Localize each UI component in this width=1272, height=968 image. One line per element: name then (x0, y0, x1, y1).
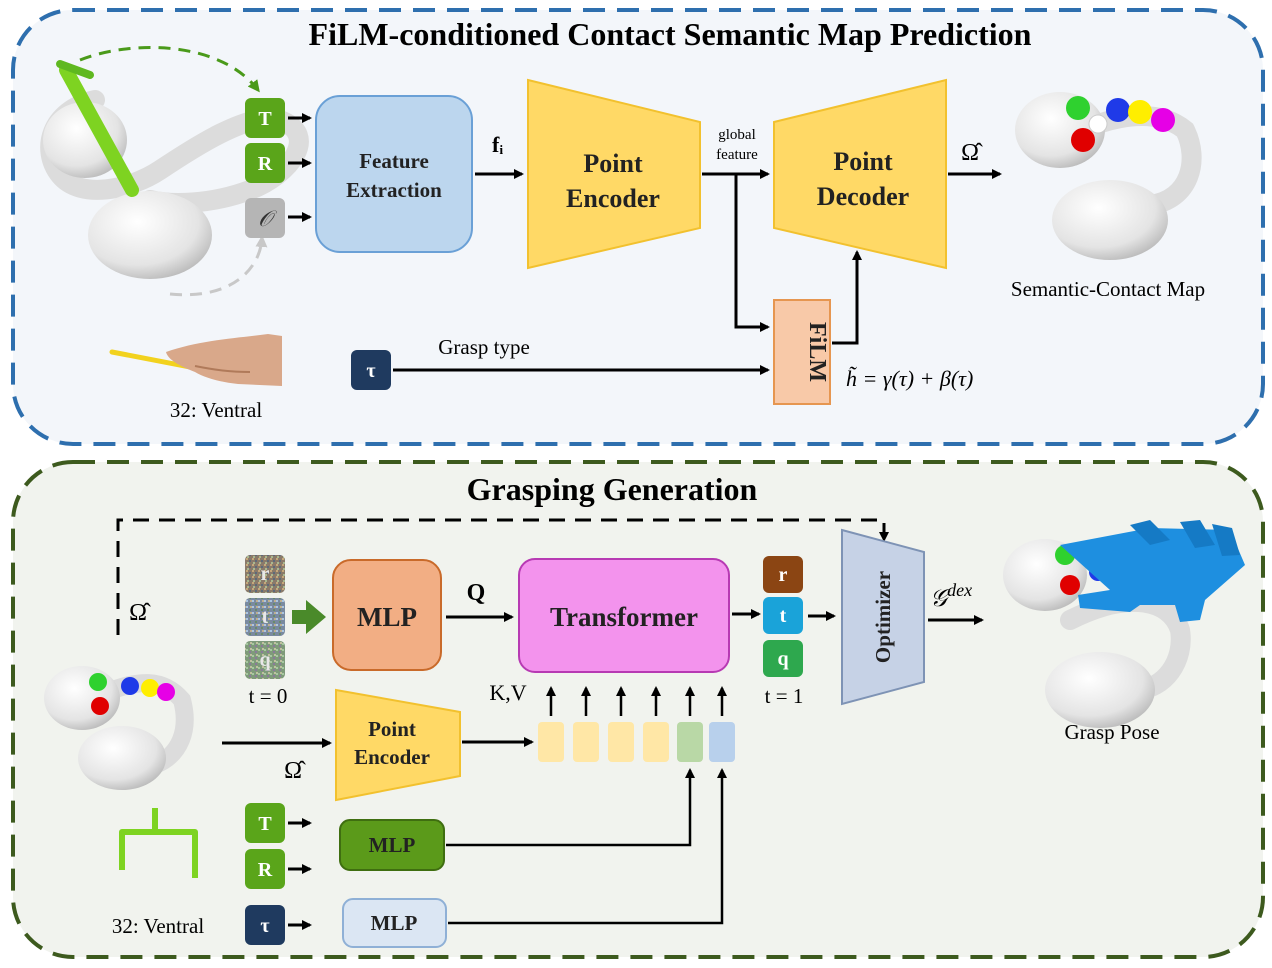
film-box (773, 299, 831, 405)
mlp-main-box (332, 559, 442, 671)
bottom-contact-map-image (44, 666, 194, 790)
feature-extraction-box (315, 95, 473, 253)
top-grasp-label: 32: Ventral (170, 398, 263, 422)
top-token-tau-label: τ (366, 360, 375, 382)
bottom-grasp-label: 32: Ventral (112, 914, 205, 938)
arrow-global-to-film (734, 174, 770, 332)
top-point-encoder-line2: Encoder (566, 184, 660, 213)
kv-token-4 (643, 722, 669, 762)
t0-label: t = 0 (249, 684, 288, 708)
kv-token-2 (573, 722, 599, 762)
kv-token-1 (538, 722, 564, 762)
noise-token-q-label: q (259, 649, 270, 671)
bottom-token-tau (245, 905, 285, 945)
transformer-label: Transformer (550, 602, 698, 632)
noise-token-q (245, 641, 285, 679)
out-token-r-label: r (779, 564, 788, 586)
global-feature-line2: feature (716, 147, 758, 163)
point-decoder-line2: Decoder (817, 182, 909, 211)
film-formula: h̃ = γ(τ) + β(τ) (846, 366, 973, 391)
bottom-point-encoder-shape (335, 688, 461, 802)
out-token-t-label: t (780, 605, 787, 627)
top-token-T (245, 98, 285, 138)
optimizer-feedback-loop (116, 518, 889, 635)
t1-label: t = 1 (765, 684, 804, 708)
fi-label: fᵢ (492, 132, 503, 157)
g-dex-main: 𝒢 (930, 586, 951, 612)
input-omega-hat: Ω̂ (284, 758, 306, 784)
mlp-tr-box (339, 819, 445, 871)
top-token-R-label: R (258, 153, 273, 175)
gripper-icon (119, 808, 198, 878)
bottom-token-T-label: T (258, 813, 272, 835)
noise-token-r (245, 555, 285, 593)
feature-extraction-line1: Feature (359, 149, 429, 173)
out-token-r (763, 556, 803, 593)
top-panel-title: FiLM-conditioned Contact Semantic Map Pr… (309, 16, 1032, 52)
arrow-mlp-tr-to-kv (446, 768, 695, 847)
arrow-mlp-tau-to-kv (448, 768, 727, 925)
bottom-token-R (245, 849, 285, 889)
noise-to-mlp-arrow (292, 600, 326, 634)
mlp-tr-label: MLP (369, 833, 416, 857)
top-token-O (245, 198, 285, 238)
film-label: FiLM (804, 322, 830, 382)
feature-extraction-line2: Extraction (346, 178, 442, 202)
top-token-T-label: T (258, 108, 272, 130)
g-dex-label: 𝒢dex (930, 580, 972, 612)
noise-token-r-label: r (261, 563, 270, 585)
optimizer-label: Optimizer (871, 571, 895, 663)
noise-token-t-label: t (262, 606, 269, 628)
kv-token-5 (677, 722, 703, 762)
loop-omega-hat: Ω̂ (129, 600, 151, 626)
bottom-token-tau-label: τ (260, 915, 269, 937)
kv-token-3 (608, 722, 634, 762)
noise-token-t (245, 598, 285, 636)
transformer-box (518, 558, 730, 673)
grasp-type-label: Grasp type (438, 335, 530, 359)
point-decoder-line1: Point (833, 147, 893, 176)
mlp-main-label: MLP (357, 602, 417, 632)
kv-label: K,V (489, 680, 526, 705)
point-decoder-shape (773, 78, 947, 270)
ventral-grasp-image (109, 334, 282, 386)
out-token-t (763, 597, 803, 634)
bottom-panel-title: Grasping Generation (467, 471, 758, 507)
top-token-tau (351, 350, 391, 390)
out-token-q-label: q (777, 648, 788, 670)
global-feature-line1: global (718, 127, 756, 143)
bottom-panel-frame (11, 460, 1265, 959)
out-token-q (763, 640, 803, 677)
mlp-tau-label: MLP (371, 911, 418, 935)
bottom-token-R-label: R (258, 859, 273, 881)
bottom-point-encoder-line2: Encoder (354, 745, 430, 769)
g-dex-sup: dex (947, 580, 972, 600)
bottom-token-T (245, 803, 285, 843)
top-point-encoder-shape (527, 78, 701, 270)
object-with-tool-image (40, 46, 309, 297)
top-token-R (245, 143, 285, 183)
kv-token-6 (709, 722, 735, 762)
top-omega-hat: Ω̂ (961, 140, 983, 166)
semantic-contact-map-label: Semantic-Contact Map (1011, 277, 1205, 301)
mlp-tau-box (342, 898, 447, 948)
arrow-film-to-decoder (832, 250, 862, 345)
grasp-pose-label: Grasp Pose (1064, 720, 1159, 744)
grasp-pose-image (1003, 520, 1245, 728)
semantic-contact-map-image (1015, 92, 1202, 260)
bottom-point-encoder-line1: Point (368, 717, 416, 741)
q-label: Q (467, 580, 486, 606)
top-point-encoder-line1: Point (583, 149, 643, 178)
optimizer-shape (841, 528, 925, 706)
